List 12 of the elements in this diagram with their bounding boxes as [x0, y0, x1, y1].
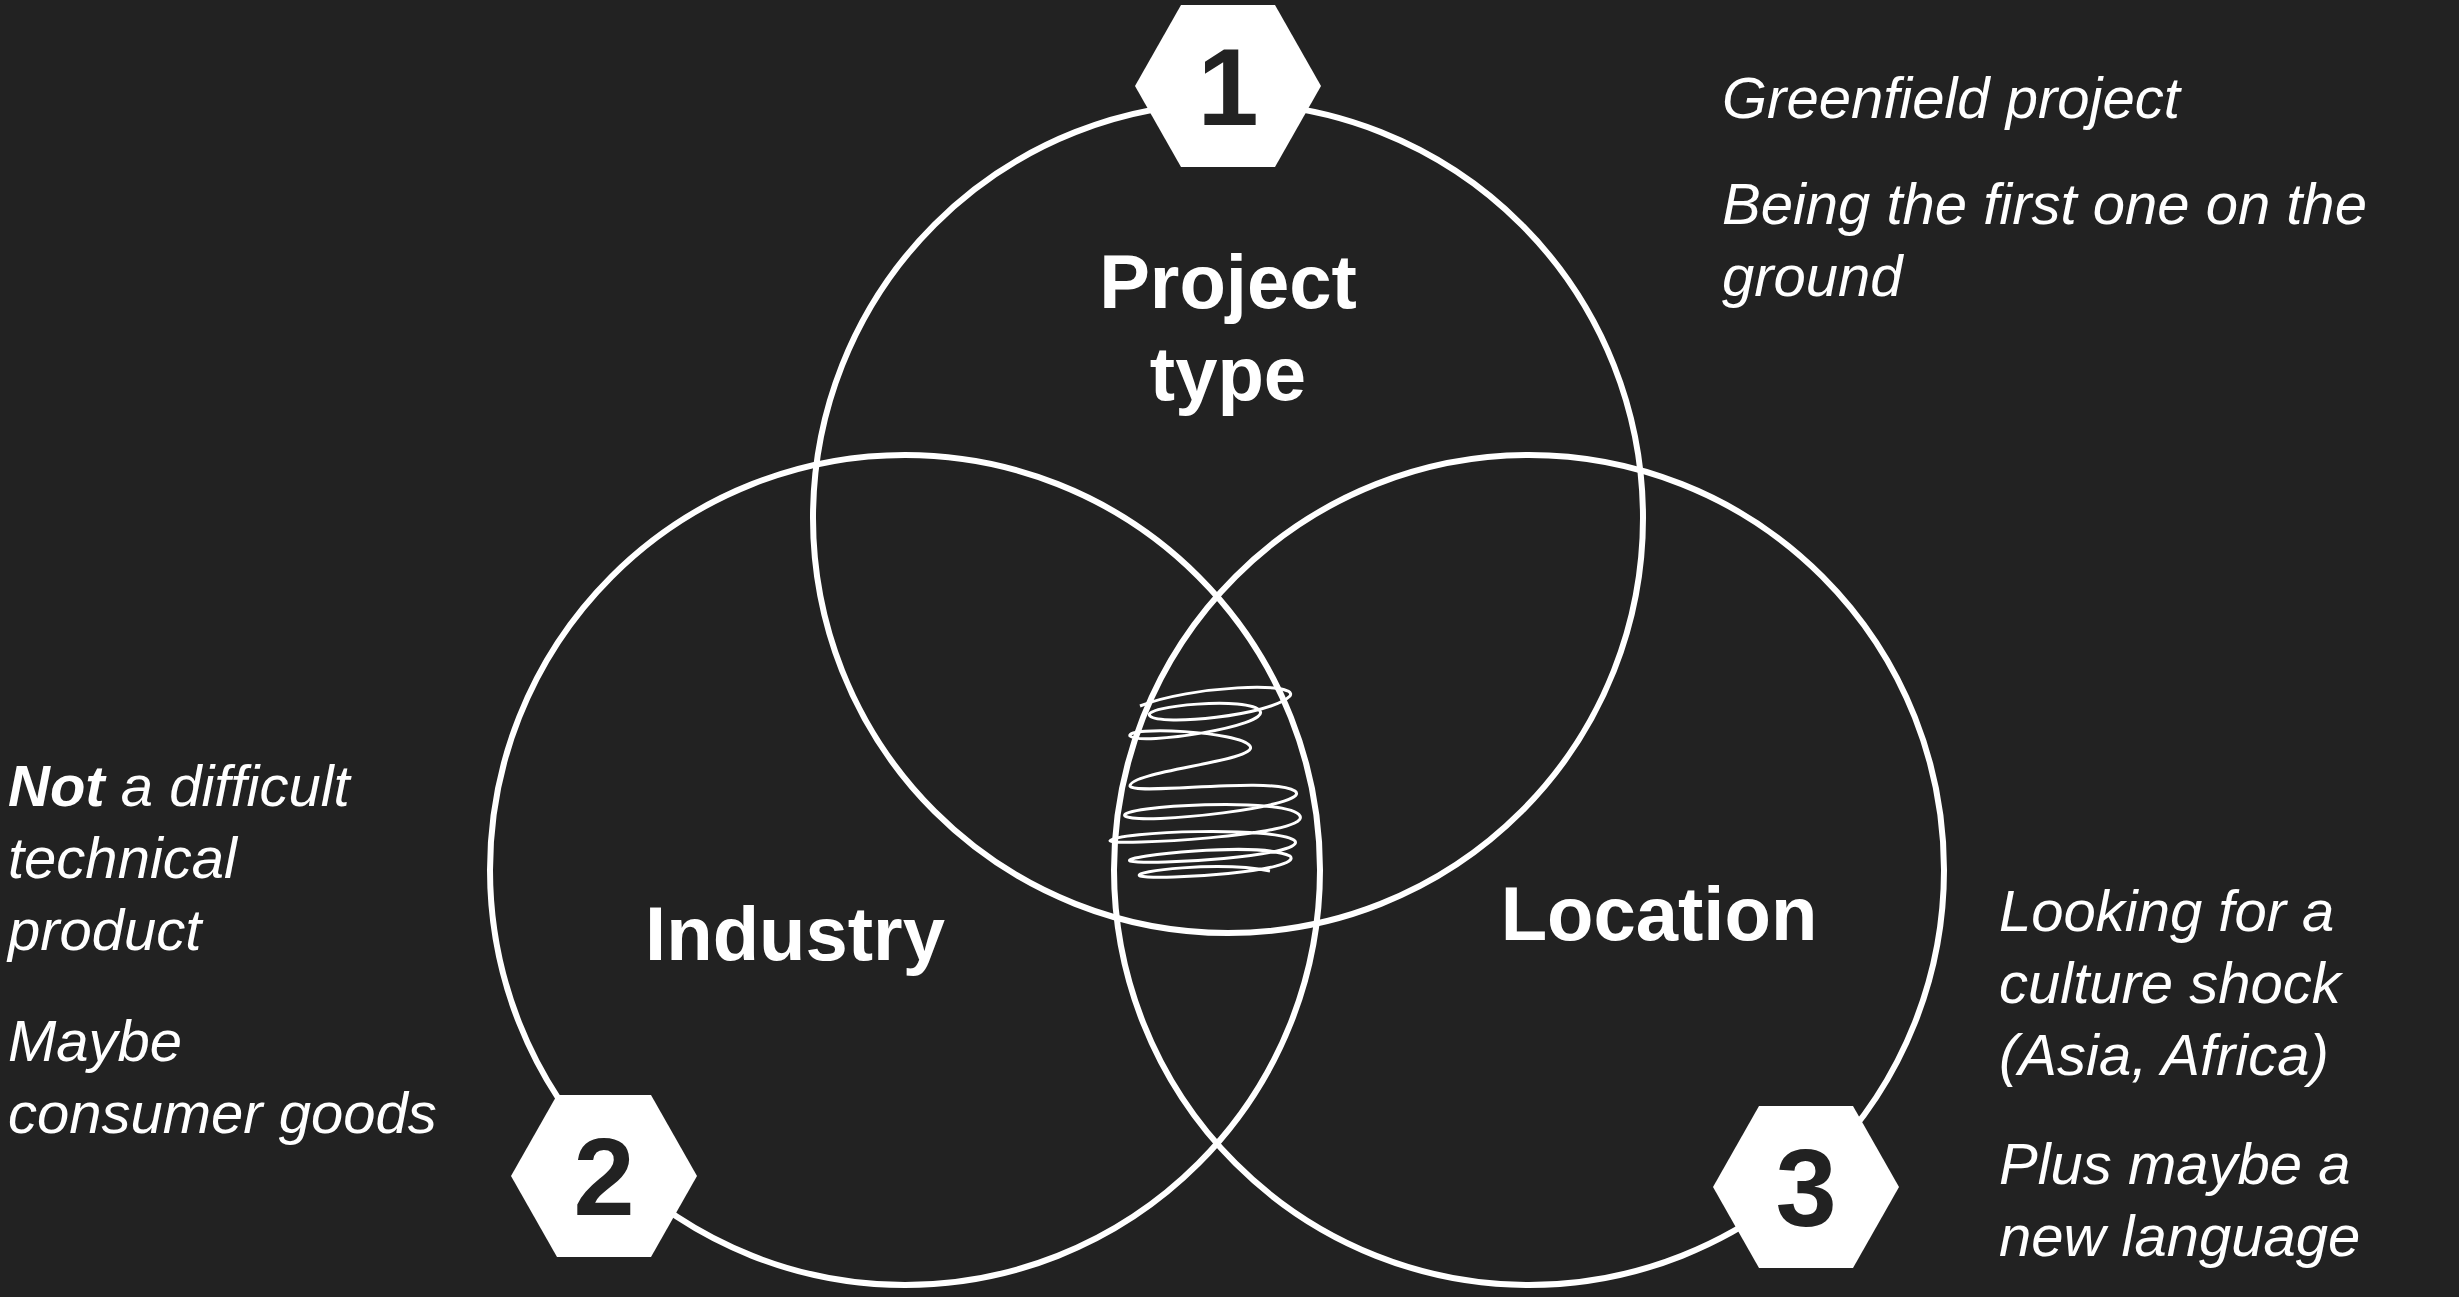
- step-number: 2: [573, 1113, 635, 1240]
- note-text: Not a difficult technical product: [8, 752, 353, 964]
- circle-label: Project type: [1098, 238, 1358, 418]
- note-text: Greenfield project: [1722, 64, 2183, 132]
- note-text: Looking for a culture shock (Asia, Africa): [1999, 877, 2344, 1089]
- note-text: Plus maybe a new language: [1999, 1130, 2362, 1270]
- note-text: Maybe consumer goods: [8, 1007, 438, 1147]
- circle-label: Industry: [644, 890, 946, 978]
- circle-label: Location: [1499, 870, 1819, 958]
- step-number: 3: [1775, 1124, 1837, 1251]
- note-text: Being the first one on the ground: [1722, 170, 2368, 310]
- step-number: 1: [1197, 23, 1259, 150]
